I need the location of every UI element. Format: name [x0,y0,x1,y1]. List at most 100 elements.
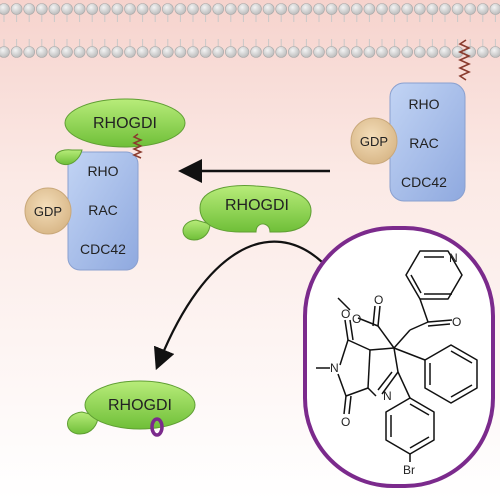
ether-o-label: O [352,312,361,326]
lipid-head [426,3,439,15]
lipid-head [174,46,187,58]
lipid-head [376,3,388,15]
complex-rhogdi-blob [64,98,186,148]
lipid-head [313,3,325,15]
lipid-head [35,3,48,15]
lipid-head [99,3,111,15]
lipid-head [136,46,149,58]
lipid-head [350,3,363,15]
lipid-head [48,46,61,58]
lipid-head [225,3,237,15]
inhibited-rhogdi-blob [84,380,196,430]
lipid-head [23,46,36,58]
lipid-head [187,3,199,15]
lipid-head [48,3,61,15]
lipid-head [350,46,363,58]
lipid-head [451,3,464,15]
lipid-bilayer [0,3,500,58]
lipid-head [262,3,275,15]
lipid-head [388,3,401,15]
rhogdi-gtpase-complex: RHOGDI RHO RAC CDC42 GDP [24,98,186,271]
lipid-head [111,3,124,15]
free-rhogdi-blob [199,185,312,233]
gdp-label: GDP [360,134,388,149]
lipid-head [199,46,212,58]
lipid-head [338,3,351,15]
lipid-head [363,3,376,15]
lipid-head [376,46,388,58]
lipid-head [250,46,262,58]
complex-gdp-circle [24,187,72,235]
lipid-head [124,3,136,15]
lipid-head [426,46,439,58]
complex-cdc42-label: CDC42 [80,241,126,257]
lipid-head [86,46,98,58]
inhibited-rhogdi: RHOGDI [67,380,196,437]
free-rhogdi-label: RHOGDI [225,197,289,214]
lipid-head [275,46,288,58]
free-rhogdi: RHOGDI [182,185,312,241]
complex-anchor-icon [132,133,143,159]
inhibitor-capsule [303,226,495,488]
lipid-head [212,3,224,15]
lipid-head [388,46,401,58]
lipid-head [61,3,73,15]
lipid-head [237,3,250,15]
gtpase-rho-label: RHO [408,96,439,112]
gdp-circle [350,117,398,165]
lipid-head [174,3,187,15]
lipid-head [149,46,161,58]
lipid-head [61,46,73,58]
bromine-label: Br [403,463,415,477]
lipid-head [476,3,489,15]
phenyl-ring [424,344,478,404]
lipid-head [300,46,313,58]
lipid-head [325,46,338,58]
lipid-head [187,46,199,58]
lipid-head [363,46,376,58]
lipid-head [275,3,288,15]
lipid-head [0,3,10,15]
lipid-head [325,3,338,15]
lipid-head [10,46,23,58]
lipid-head [489,3,500,15]
gtpase-cdc42-label: CDC42 [401,174,447,190]
lipid-head [413,46,426,58]
lipid-head [262,46,275,58]
lipid-head [439,3,451,15]
complex-rhogdi-label: RHOGDI [93,115,157,132]
imide-o-bottom-label: O [341,415,350,429]
inhibitor-panel: N O O O O O N N Br [303,226,495,488]
lipid-head [124,46,136,58]
complex-rho-label: RHO [87,163,118,179]
lipid-head [464,3,477,15]
lipid-head [149,3,161,15]
lipid-head [313,46,325,58]
complex-rac-label: RAC [88,202,118,218]
lipid-head [162,46,174,58]
lipid-head [287,46,300,58]
lipid-head [300,3,313,15]
lipid-head [451,46,464,58]
pyridine-ring [405,250,463,300]
ring-n-label: N [383,389,392,403]
inhibitor-structure [316,250,478,462]
lipid-head [199,3,212,15]
lipid-head [99,46,111,58]
lipid-head [413,3,426,15]
lipid-head [23,3,36,15]
lipid-head [250,3,262,15]
lipid-head [439,46,451,58]
inhibited-rhogdi-label: RHOGDI [108,397,172,414]
lipid-head [10,3,23,15]
lipid-head [225,46,237,58]
lipid-head [73,3,86,15]
membrane-gtpase-group: RHO RAC CDC42 GDP [350,39,471,202]
lipid-head [489,46,500,58]
lipid-head [401,46,414,58]
pyridine-n-label: N [449,251,458,265]
lipid-head [237,46,250,58]
inhibition-arrow [153,240,323,371]
lipid-head [73,46,86,58]
